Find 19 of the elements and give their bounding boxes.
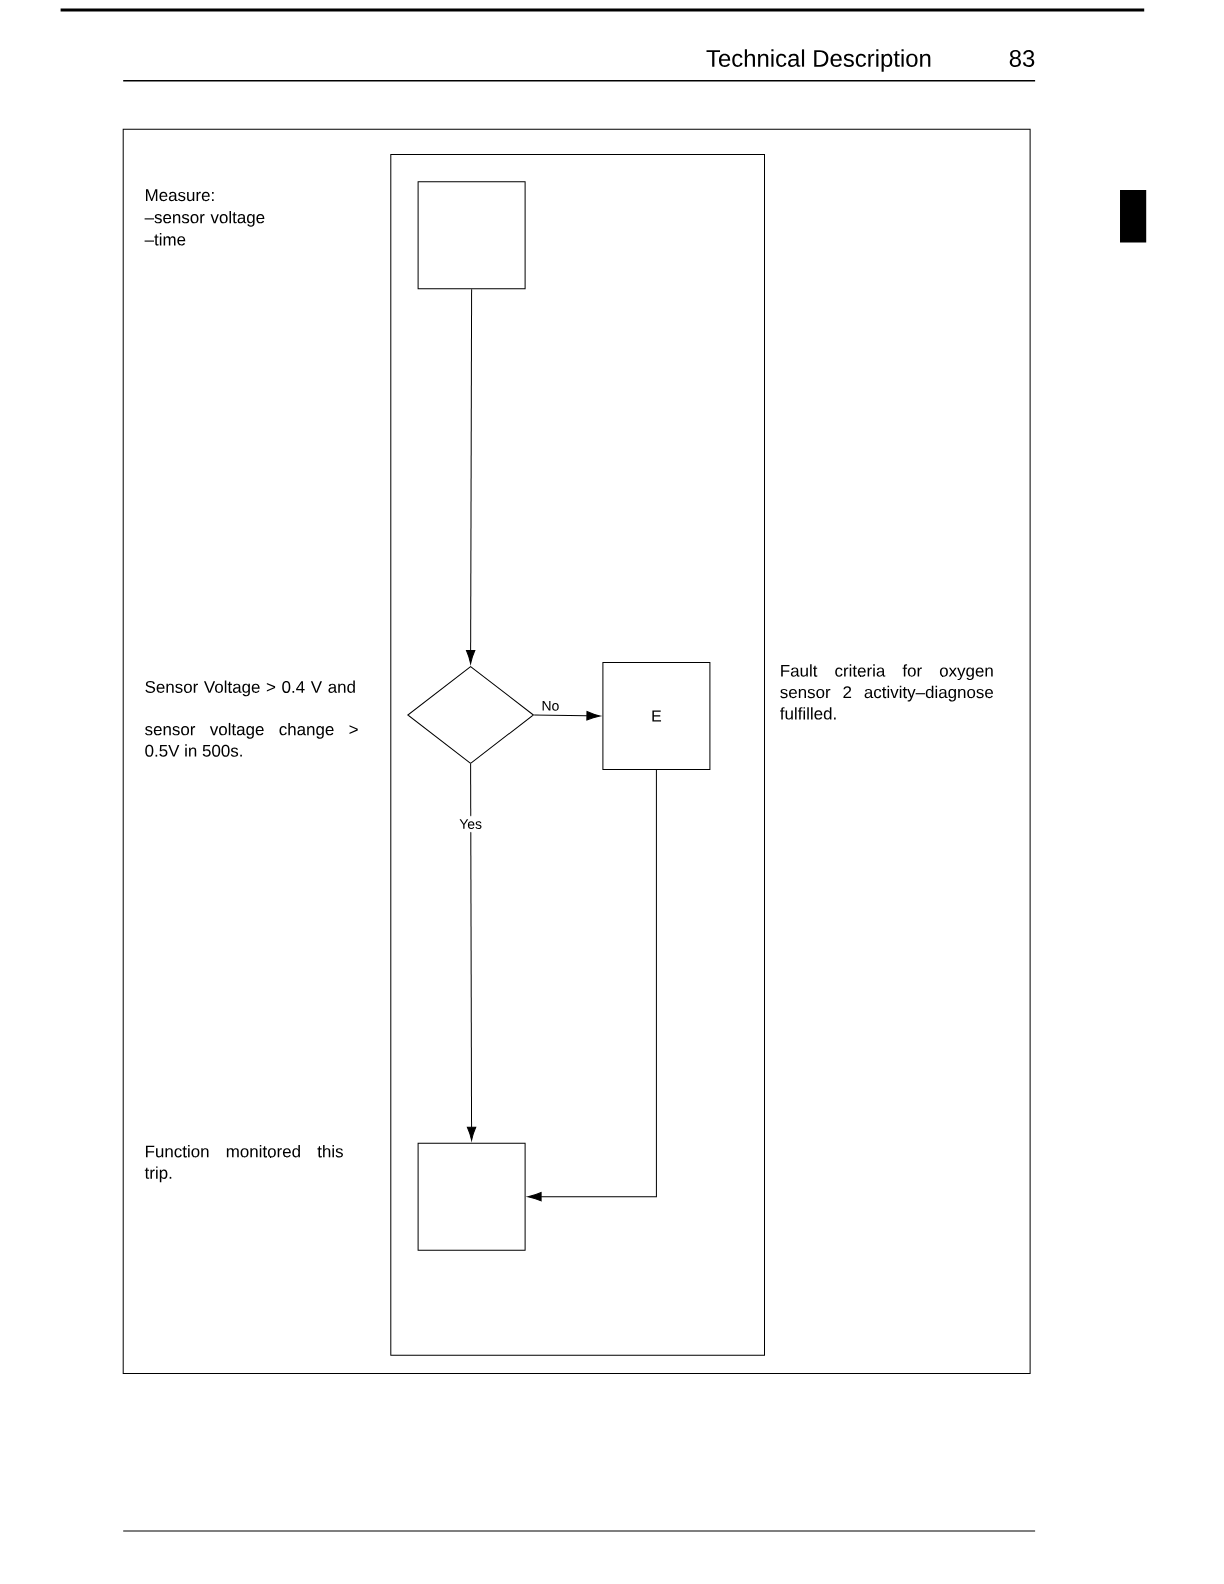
arrow bbox=[533, 711, 601, 721]
page-title: Technical Description bbox=[706, 49, 931, 72]
arrow bbox=[466, 763, 477, 1141]
process-box: E bbox=[602, 662, 711, 770]
note-text: Function monitored this trip. bbox=[144, 1145, 343, 1183]
arrow bbox=[527, 769, 657, 1202]
decision-diamond bbox=[407, 666, 534, 764]
note-text: –sensor voltage bbox=[144, 210, 265, 227]
note-text: –time bbox=[144, 233, 186, 246]
note-text: sensor voltage change > 0.5V in 500s. bbox=[145, 722, 358, 757]
arrow bbox=[465, 288, 476, 665]
process-box bbox=[417, 1142, 526, 1251]
note-text: Sensor Voltage > 0.4 V and bbox=[145, 680, 355, 697]
edge-label: Yes bbox=[456, 816, 486, 833]
note-text: Fault criteria for oxygen sensor 2 activity–diagnose fulfilled. bbox=[780, 664, 993, 720]
page-number: 83 bbox=[1009, 50, 1035, 67]
note-text: Measure: bbox=[146, 189, 214, 202]
edge-label: No bbox=[538, 697, 563, 714]
process-box bbox=[417, 181, 526, 290]
